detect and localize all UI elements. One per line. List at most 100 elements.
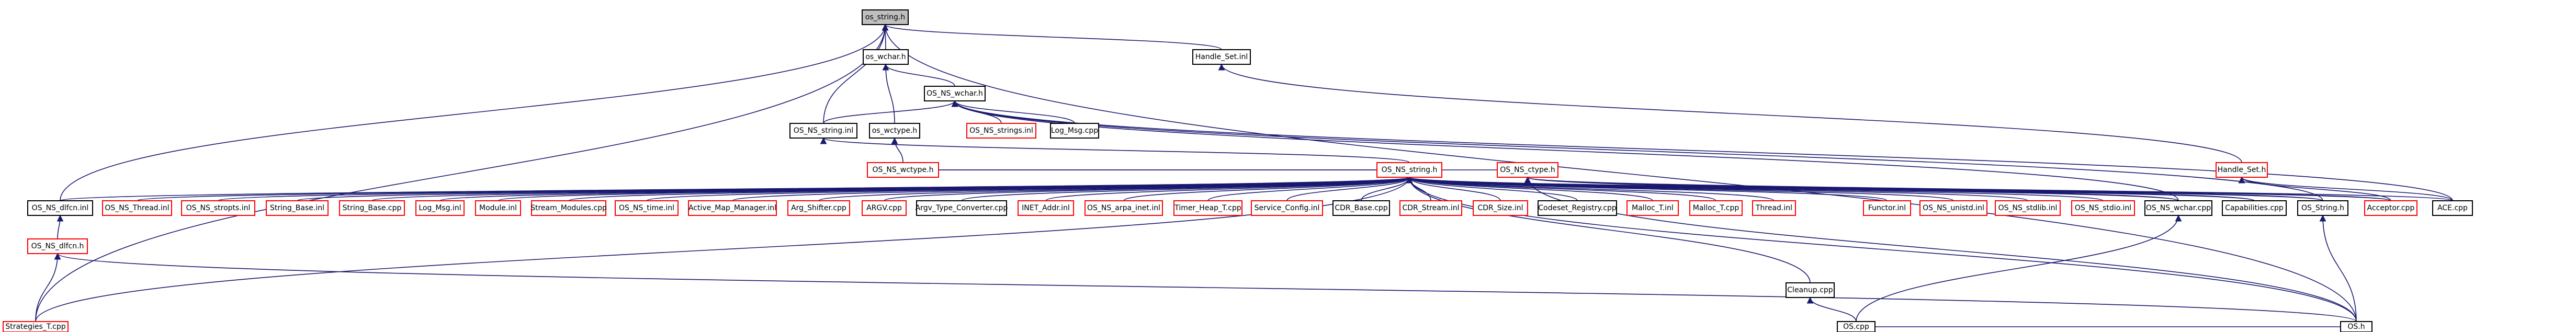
node-os-ns-time-inl[interactable]: OS_NS_time.inl bbox=[615, 200, 679, 216]
node-os-ns-unistd-inl[interactable]: OS_NS_unistd.inl bbox=[1919, 200, 1987, 216]
edge-cdr_size_inl-to-os_ns_string_h bbox=[1406, 176, 1501, 201]
edge-acceptor_cpp-to-os_ns_ctype_h bbox=[1524, 176, 2391, 201]
node-argv-cpp[interactable]: ARGV.cpp bbox=[862, 200, 907, 216]
node-thread-inl[interactable]: Thread.inl bbox=[1752, 200, 1796, 216]
node-module-inl[interactable]: Module.inl bbox=[475, 200, 521, 216]
node-ace-cpp[interactable]: ACE.cpp bbox=[2432, 200, 2473, 216]
edges-layer bbox=[35, 24, 2453, 330]
node-os-ns-stropts-inl[interactable]: OS_NS_stropts.inl bbox=[181, 200, 255, 216]
node-label: Argv_Type_Converter.cpp bbox=[916, 204, 1008, 212]
edge-os_ns_stdio_inl-to-os_ns_string_h bbox=[1406, 176, 2104, 201]
node-argv-type-converter-cpp[interactable]: Argv_Type_Converter.cpp bbox=[916, 200, 1008, 216]
node-box bbox=[1173, 200, 1242, 216]
node-os-wchar-h[interactable]: os_wchar.h bbox=[863, 49, 909, 65]
node-box bbox=[2144, 200, 2212, 216]
node-os-string-h[interactable]: os_string.h bbox=[862, 9, 909, 25]
node-label: OS_NS_Thread.inl bbox=[105, 204, 169, 212]
node-os-ns-wchar-cpp[interactable]: OS_NS_wchar.cpp bbox=[2144, 200, 2212, 216]
node-os-cpp[interactable]: OS.cpp bbox=[1837, 321, 1875, 332]
node-label: os_string.h bbox=[865, 13, 905, 21]
edge-os_ns_dlfcn_inl-to-os_string_h bbox=[60, 24, 889, 201]
node-os-ns-strings-inl[interactable]: OS_NS_strings.inl bbox=[966, 123, 1036, 139]
node-log-msg-cpp[interactable]: Log_Msg.cpp bbox=[1050, 123, 1099, 139]
node-log-msg-inl[interactable]: Log_Msg.inl bbox=[415, 200, 465, 216]
edge-os_ns_wchar_cpp-to-os_ns_wchar_h bbox=[951, 100, 2179, 201]
node-os-ns-string-inl[interactable]: OS_NS_string.inl bbox=[789, 123, 857, 139]
node-os-ns-string-h[interactable]: OS_NS_string.h bbox=[1376, 162, 1442, 178]
node-label: os_wchar.h bbox=[865, 53, 906, 61]
node-os-ns-stdio-inl[interactable]: OS_NS_stdio.inl bbox=[2071, 200, 2135, 216]
edge-os_cpp-to-os_ns_wchar_cpp bbox=[1856, 214, 2182, 322]
node-stream-modules-cpp[interactable]: Stream_Modules.cpp bbox=[530, 200, 607, 216]
node-functor-inl[interactable]: Functor.inl bbox=[1863, 200, 1911, 216]
node-active-map-manager-inl[interactable]: Active_Map_Manager.inl bbox=[688, 200, 777, 216]
edge-os_h-to-os_string_h2 bbox=[2319, 214, 2357, 322]
node-box bbox=[2297, 200, 2348, 216]
node-box bbox=[102, 200, 172, 216]
edge-os_wctype_h-to-os_wchar_h bbox=[882, 63, 895, 124]
node-os-ns-dlfcn-h[interactable]: OS_NS_dlfcn.h bbox=[27, 238, 88, 254]
node-cleanup-cpp[interactable]: Cleanup.cpp bbox=[1786, 282, 1835, 298]
edge-os_ns_string_inl-to-os_ns_wchar_h bbox=[823, 100, 958, 124]
node-box bbox=[415, 200, 465, 216]
node-box bbox=[1689, 200, 1743, 216]
node-os-ns-ctype-h[interactable]: OS_NS_ctype.h bbox=[1497, 162, 1558, 178]
node-os-ns-dlfcn-inl[interactable]: OS_NS_dlfcn.inl bbox=[27, 200, 93, 216]
node-label: Cleanup.cpp bbox=[1787, 286, 1833, 294]
edge-acceptor_cpp-to-handle_set_h bbox=[2238, 176, 2391, 201]
node-label: OS_NS_wchar.h bbox=[927, 89, 983, 98]
node-box bbox=[339, 200, 405, 216]
node-strategies-t-cpp[interactable]: Strategies_T.cpp bbox=[3, 321, 69, 332]
node-codeset-registry-cpp[interactable]: Codeset_Registry.cpp bbox=[1538, 200, 1617, 216]
node-acceptor-cpp[interactable]: Acceptor.cpp bbox=[2364, 200, 2417, 216]
node-box bbox=[1497, 162, 1558, 178]
node-label: OS_NS_arpa_inet.inl bbox=[1087, 204, 1160, 212]
node-box bbox=[1863, 200, 1911, 216]
edge-strategies_t_cpp-to-os_ns_string_h bbox=[35, 176, 1413, 322]
node-os-ns-thread-inl[interactable]: OS_NS_Thread.inl bbox=[102, 200, 172, 216]
node-inet-addr-inl[interactable]: INET_Addr.inl bbox=[1018, 200, 1074, 216]
node-label: OS_String.h bbox=[2301, 204, 2344, 212]
node-malloc-t-inl[interactable]: Malloc_T.inl bbox=[1626, 200, 1679, 216]
node-os-ns-wchar-h[interactable]: OS_NS_wchar.h bbox=[924, 86, 986, 101]
node-os-wctype-h2[interactable]: OS_NS_wctype.h bbox=[867, 162, 939, 178]
node-handle-set-h[interactable]: Handle_Set.h bbox=[2216, 162, 2268, 178]
edge-os_h-to-os_ns_string_h bbox=[1406, 176, 2357, 322]
node-capabilities-cpp[interactable]: Capabilities.cpp bbox=[2222, 200, 2287, 216]
edge-os_h-to-os_string_h bbox=[882, 24, 2357, 322]
node-cdr-base-cpp[interactable]: CDR_Base.cpp bbox=[1332, 200, 1390, 216]
edge-ace_cpp-to-handle_set_h bbox=[2238, 176, 2453, 201]
node-label: CDR_Base.cpp bbox=[1335, 204, 1387, 212]
node-box bbox=[916, 200, 1007, 216]
edge-handle_set_inl-to-os_string_h bbox=[882, 24, 1222, 50]
node-timer-heap-t-cpp[interactable]: Timer_Heap_T.cpp bbox=[1173, 200, 1242, 216]
node-cdr-size-inl[interactable]: CDR_Size.inl bbox=[1473, 200, 1528, 216]
edge-malloc_t_inl-to-os_ns_string_h bbox=[1406, 176, 1653, 201]
node-os-wctype-h[interactable]: os_wctype.h bbox=[869, 123, 920, 139]
node-os-ns-arpa-inet-inl[interactable]: OS_NS_arpa_inet.inl bbox=[1084, 200, 1163, 216]
node-label: Module.inl bbox=[479, 204, 517, 212]
node-label: OS_NS_unistd.inl bbox=[1923, 204, 1984, 212]
node-os-ns-stdlib-inl[interactable]: OS_NS_stdlib.inl bbox=[1995, 200, 2061, 216]
node-os-h[interactable]: OS.h bbox=[2340, 321, 2372, 332]
node-label: ACE.cpp bbox=[2437, 204, 2468, 212]
node-box bbox=[266, 200, 329, 216]
node-box bbox=[1050, 123, 1099, 139]
node-malloc-t-cpp[interactable]: Malloc_T.cpp bbox=[1689, 200, 1743, 216]
node-service-config-inl[interactable]: Service_Config.inl bbox=[1251, 200, 1323, 216]
node-cdr-stream-inl[interactable]: CDR_Stream.inl bbox=[1399, 200, 1462, 216]
node-box bbox=[2340, 321, 2372, 332]
node-label: Active_Map_Manager.inl bbox=[688, 204, 776, 212]
node-label: Timer_Heap_T.cpp bbox=[1174, 204, 1241, 212]
node-os-string-h2[interactable]: OS_String.h bbox=[2297, 200, 2348, 216]
node-arg-shifter-cpp[interactable]: Arg_Shifter.cpp bbox=[787, 200, 850, 216]
node-string-base-cpp[interactable]: String_Base.cpp bbox=[339, 200, 405, 216]
node-box bbox=[862, 9, 909, 25]
node-box bbox=[2222, 200, 2287, 216]
node-handle-set-inl[interactable]: Handle_Set.inl bbox=[1192, 49, 1251, 65]
edge-cleanup_cpp-to-os_ns_string_h bbox=[1406, 176, 1811, 283]
edge-codeset_registry_cpp-to-os_ns_string_h bbox=[1406, 176, 1578, 201]
node-string-base-inl[interactable]: String_Base.inl bbox=[266, 200, 329, 216]
node-label: Strategies_T.cpp bbox=[5, 323, 65, 331]
